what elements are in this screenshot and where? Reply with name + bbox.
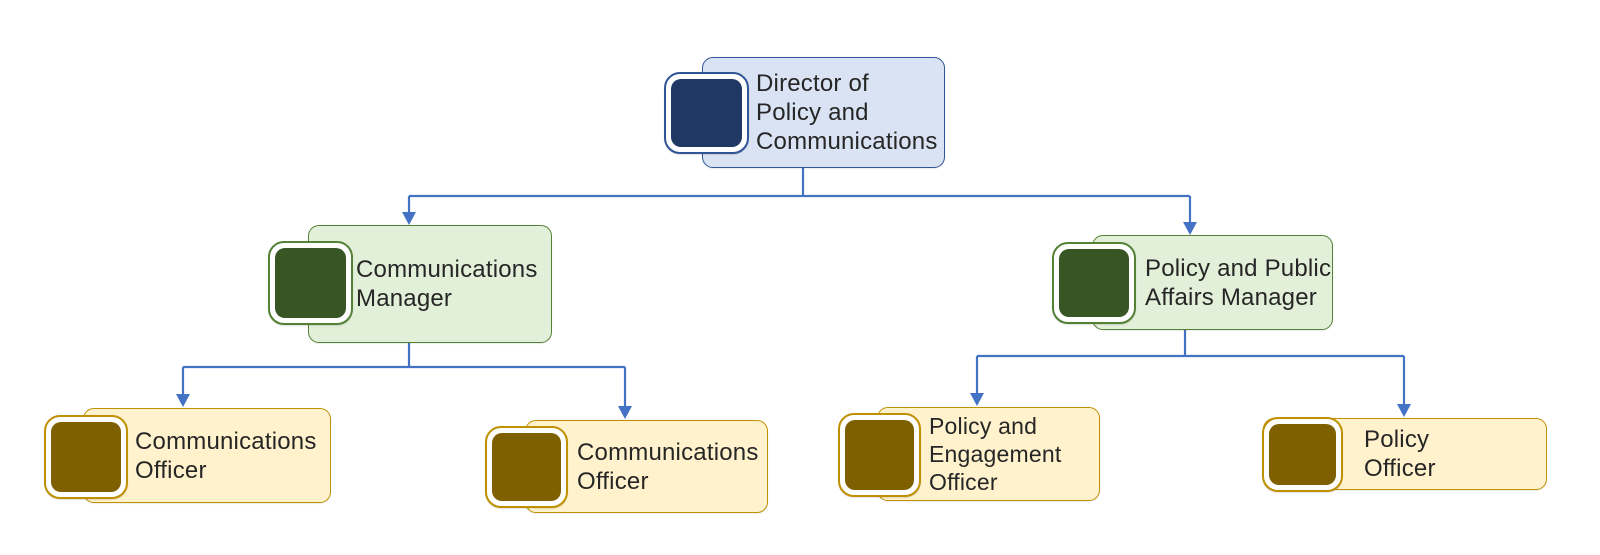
arrowhead-icon	[970, 393, 984, 406]
org-node-label: Communications Officer	[577, 438, 759, 495]
role-picture-icon	[1262, 417, 1343, 492]
arrowhead-icon	[1183, 222, 1197, 235]
org-node-label: Policy and Engagement Officer	[929, 413, 1062, 495]
org-node-label: Director of Policy and Communications	[756, 70, 938, 155]
org-node-label: Communications Officer	[135, 427, 317, 484]
role-picture-icon	[664, 72, 749, 154]
role-picture-icon	[44, 415, 128, 499]
arrowhead-icon	[618, 406, 632, 419]
org-node-director: Director of Policy and Communications	[664, 57, 945, 168]
role-picture-icon	[268, 241, 353, 325]
org-node-communications-officer-1: Communications Officer	[44, 408, 331, 503]
org-node-policy-engagement-officer: Policy and Engagement Officer	[838, 407, 1100, 501]
org-node-communications-manager: Communications Manager	[268, 225, 552, 343]
org-node-label: Policy and Public Affairs Manager	[1145, 254, 1332, 311]
role-picture-icon	[485, 426, 568, 508]
arrowhead-icon	[1397, 404, 1411, 417]
org-node-policy-officer: Policy Officer	[1262, 417, 1547, 492]
role-picture-icon	[838, 413, 921, 497]
arrowhead-icon	[402, 212, 416, 225]
org-node-communications-officer-2: Communications Officer	[485, 420, 768, 513]
org-node-label: Policy Officer	[1364, 426, 1436, 482]
org-node-policy-public-affairs-manager: Policy and Public Affairs Manager	[1052, 235, 1333, 330]
org-node-label: Communications Manager	[356, 256, 538, 312]
arrowhead-icon	[176, 394, 190, 407]
role-picture-icon	[1052, 242, 1136, 324]
